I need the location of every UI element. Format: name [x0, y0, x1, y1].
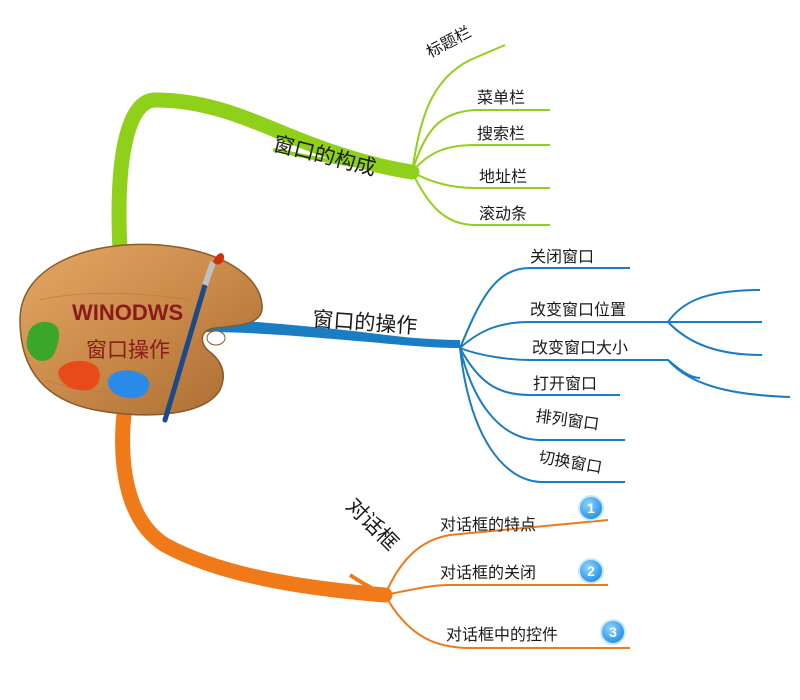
svg-text:3: 3 — [609, 624, 617, 640]
node-resize-window: 改变窗口大小 — [532, 338, 628, 357]
node-address-bar: 地址栏 — [479, 167, 527, 186]
number-badge-2: 2 — [578, 558, 604, 584]
palette-image — [19, 243, 263, 423]
node-switch-window: 切换窗口 — [537, 447, 603, 477]
branch-window-composition — [111, 44, 550, 258]
node-arrange-windows: 排列窗口 — [534, 406, 600, 434]
branch-label-composition: 窗口的构成 — [271, 132, 379, 181]
center-subtitle: 窗口操作 — [86, 338, 170, 362]
node-open-window: 打开窗口 — [533, 374, 597, 393]
center-title: WINODWS — [72, 300, 183, 325]
number-badge-1: 1 — [578, 495, 604, 521]
node-move-window: 改变窗口位置 — [530, 300, 626, 319]
node-search-bar: 搜索栏 — [477, 124, 525, 143]
branch-dialog-box — [115, 397, 630, 649]
svg-text:2: 2 — [587, 563, 595, 579]
svg-text:1: 1 — [587, 500, 595, 516]
branch-window-operations — [205, 267, 791, 483]
node-dialog-controls: 对话框中的控件 — [446, 625, 558, 644]
node-close-window: 关闭窗口 — [530, 247, 594, 266]
branch-label-dialog: 对话框 — [341, 494, 403, 556]
node-dialog-features: 对话框的特点 — [440, 515, 536, 534]
number-badge-3: 3 — [600, 619, 626, 645]
node-dialog-close: 对话框的关闭 — [440, 563, 536, 582]
node-scroll-bar: 滚动条 — [479, 204, 527, 223]
node-menu-bar: 菜单栏 — [477, 88, 525, 107]
node-title-bar: 标题栏 — [423, 22, 474, 61]
